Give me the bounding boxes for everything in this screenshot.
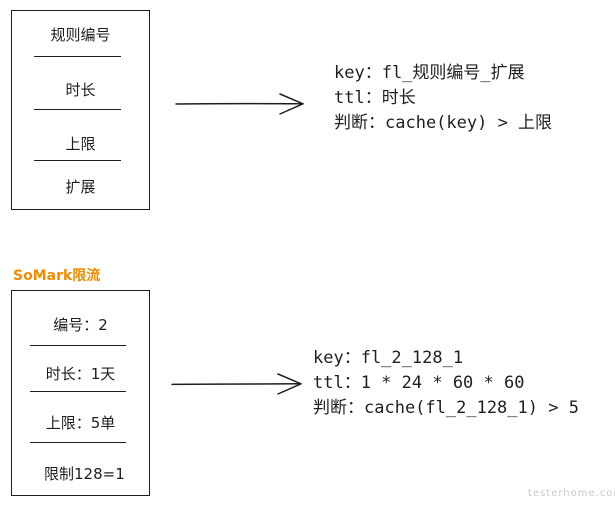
example-group-title: SoMark限流 [13,268,101,284]
rule-field-id: 规则编号 [50,26,111,44]
example-key-note: key：fl_2_128_1 [313,348,464,368]
example-field-restriction: 限制128=1 [44,465,125,483]
divider [30,442,126,443]
watermark: testerhome.com [528,488,615,499]
rule-field-extension: 扩展 [65,178,96,196]
rule-field-ttl: 时长 [65,81,96,99]
rule-field-limit: 上限 [65,135,96,153]
divider [34,56,121,57]
divider [30,391,126,392]
arrow-right-icon [171,373,302,395]
divider [34,109,121,110]
arrow-right-icon [175,93,304,115]
example-check-note: 判断：cache(fl_2_128_1) > 5 [313,398,579,418]
example-field-limit: 上限：5单 [45,414,116,432]
example-field-id: 编号：2 [53,316,108,334]
rule-definition-card: 规则编号 时长 上限 扩展 [11,10,150,210]
example-field-ttl: 时长：1天 [45,365,116,383]
rule-check-note: 判断：cache(key) > 上限 [334,113,553,133]
divider [34,160,121,161]
rule-key-note: key：fl_规则编号_扩展 [334,63,525,83]
divider [30,345,126,346]
example-ttl-note: ttl：1 * 24 * 60 * 60 [313,373,525,393]
example-card: 编号：2 时长：1天 上限：5单 限制128=1 [11,290,150,496]
rule-ttl-note: ttl：时长 [334,88,416,108]
